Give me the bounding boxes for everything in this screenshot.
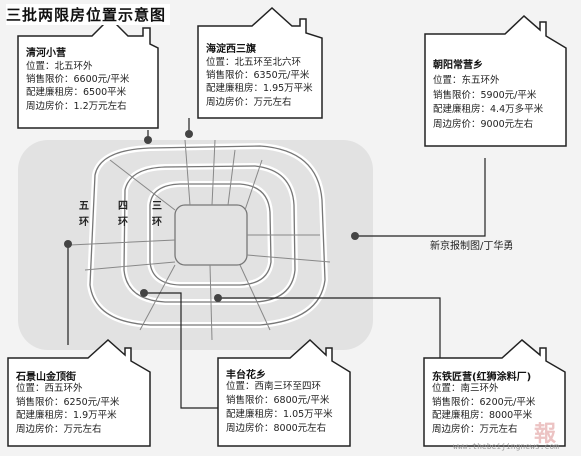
ring-label-char: 五 xyxy=(79,201,89,212)
map-credit: 新京报制图/丁华勇 xyxy=(430,241,514,252)
site-lowrent-area: 配建廉租房：1.05万平米 xyxy=(226,409,333,420)
ring-label-fourth: 四 环 xyxy=(118,201,128,229)
site-price-limit: 销售限价：6350元/平米 xyxy=(206,70,310,82)
site-card-huaxiang: 丰台花乡 位置：西南三环至四环 销售限价：6800元/平米 配建廉租房：1.05… xyxy=(218,358,350,446)
map-title: 三批两限房位置示意图 xyxy=(6,4,171,25)
site-markers xyxy=(64,130,359,302)
marker-qinghe xyxy=(144,136,152,144)
site-price-limit: 销售限价：6200元/平米 xyxy=(432,396,536,408)
site-nearby-price: 周边房价：万元左右 xyxy=(16,423,102,435)
site-name: 丰台花乡 xyxy=(226,370,266,381)
marker-changying xyxy=(351,232,359,240)
marker-jindingjie xyxy=(64,240,72,248)
site-lowrent-area: 配建廉租房：8000平米 xyxy=(432,410,533,421)
ring-label-char: 环 xyxy=(79,217,89,228)
site-nearby-price: 周边房价：万元左右 xyxy=(206,96,292,108)
site-location: 位置：北五环外 xyxy=(26,61,93,72)
site-lowrent-area: 配建廉租房：1.9万平米 xyxy=(16,410,117,421)
ring-label-third: 三 环 xyxy=(152,201,162,229)
marker-xisanqi xyxy=(185,130,193,138)
ring-label-char: 四 xyxy=(118,201,128,212)
site-location: 位置：西南三环至四环 xyxy=(226,381,322,392)
site-card-changying: 朝阳常营乡 位置：东五环外 销售限价：5900元/平米 配建廉租房：4.4万多平… xyxy=(425,34,566,146)
site-lowrent-area: 配建廉租房：6500平米 xyxy=(26,87,127,99)
marker-huaxiang xyxy=(140,289,148,297)
site-location: 位置：南三环外 xyxy=(432,383,499,394)
site-location: 位置：北五环至北六环 xyxy=(206,57,302,68)
ring-label-char: 环 xyxy=(118,217,128,228)
site-nearby-price: 周边房价：1.2万元左右 xyxy=(26,100,127,112)
site-card-jindingjie: 石景山金顶街 位置：西五环外 销售限价：6250元/平米 配建廉租房：1.9万平… xyxy=(8,358,150,446)
site-name: 海淀西三旗 xyxy=(206,44,256,55)
site-name: 东铁匠营(红狮涂料厂) xyxy=(432,372,532,383)
marker-tiejiangying xyxy=(214,294,222,302)
site-lowrent-area: 配建廉租房：4.4万多平米 xyxy=(433,104,544,115)
site-card-xisanqi: 海淀西三旗 位置：北五环至北六环 销售限价：6350元/平米 配建廉租房：1.9… xyxy=(198,26,322,118)
site-lowrent-area: 配建廉租房：1.95万平米 xyxy=(206,83,313,95)
leader-lines xyxy=(67,118,486,409)
site-price-limit: 销售限价：6800元/平米 xyxy=(226,395,330,406)
site-name: 朝阳常营乡 xyxy=(433,60,483,71)
site-nearby-price: 周边房价：8000元左右 xyxy=(226,423,327,434)
newspaper-logo: 報 xyxy=(534,422,557,447)
site-price-limit: 销售限价：6250元/平米 xyxy=(16,396,120,408)
site-card-tiejiangying: 东铁匠营(红狮涂料厂) 位置：南三环外 销售限价：6200元/平米 配建廉租房：… xyxy=(424,358,565,446)
site-location: 位置：西五环外 xyxy=(16,383,83,394)
ring-label-char: 三 xyxy=(152,201,162,212)
ring-label-char: 环 xyxy=(152,217,162,228)
site-location: 位置：东五环外 xyxy=(433,75,500,86)
site-name: 石景山金顶街 xyxy=(16,372,76,383)
site-price-limit: 销售限价：6600元/平米 xyxy=(26,74,130,86)
site-card-qinghe: 清河小营 位置：北五环外 销售限价：6600元/平米 配建廉租房：6500平米 … xyxy=(18,36,158,128)
ring-label-fifth: 五 环 xyxy=(79,201,89,229)
site-name: 清河小营 xyxy=(26,48,66,59)
website-watermark: www.thebeijingnews.com xyxy=(453,442,559,451)
house-shapes xyxy=(7,6,567,447)
site-price-limit: 销售限价：5900元/平米 xyxy=(433,89,537,101)
site-nearby-price: 周边房价：9000元左右 xyxy=(433,118,534,130)
site-nearby-price: 周边房价：万元左右 xyxy=(432,423,518,435)
radial-roads xyxy=(69,139,331,341)
